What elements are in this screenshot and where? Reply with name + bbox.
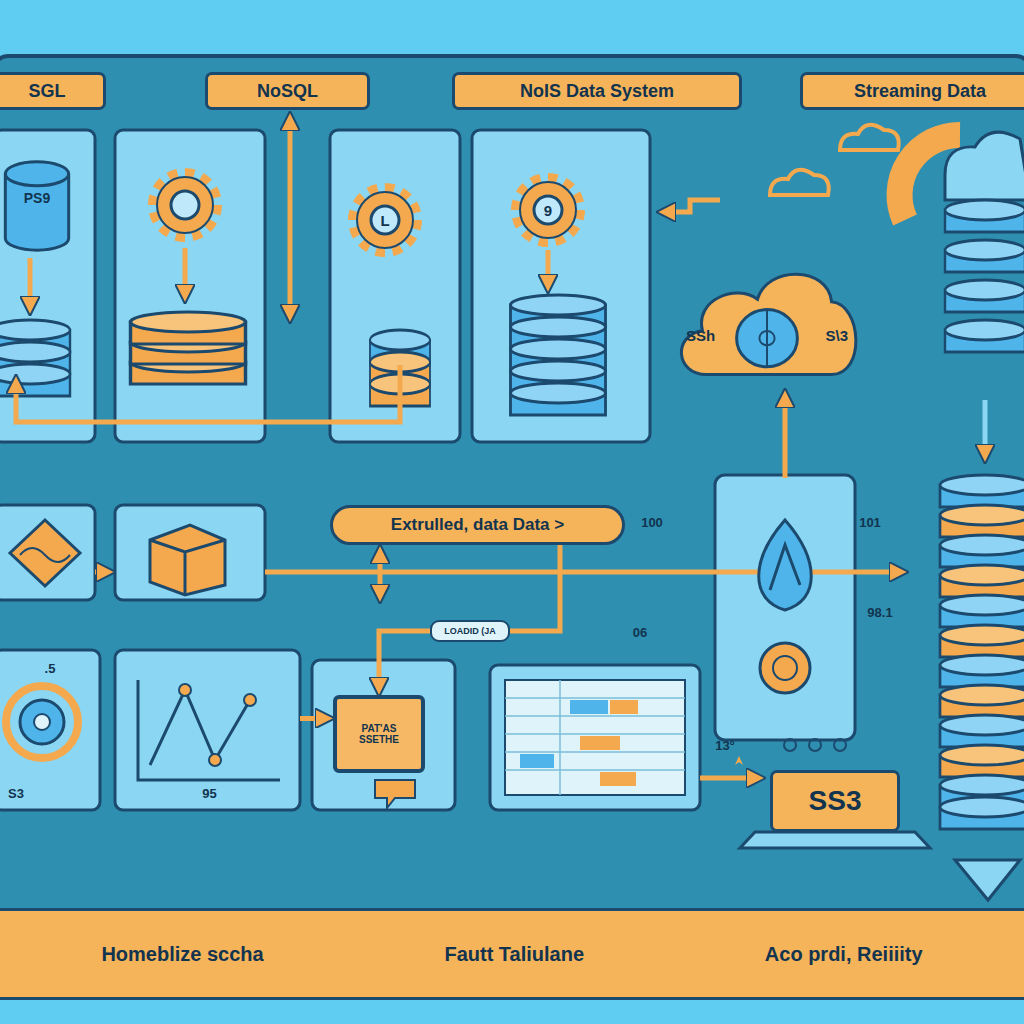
value-label: 101: [857, 515, 883, 530]
flow-arrow: [379, 631, 430, 695]
value-label: 06: [631, 625, 649, 640]
gear-label: 9: [542, 202, 554, 219]
node-text: Fautt Taliulane: [444, 943, 584, 966]
cloud-outline: [672, 255, 862, 385]
node-text: 95: [202, 787, 216, 802]
cloud-shape: SSh S\3: [672, 255, 862, 385]
node-text: PS9: [24, 190, 50, 206]
header-box: Streaming Data: [800, 72, 1024, 110]
value-label: 13°: [713, 738, 737, 753]
header-box: SGL: [0, 72, 106, 110]
node-text: NoIS Data System: [520, 81, 674, 102]
loading-tag: LOADID (JA: [430, 620, 510, 642]
node-text: Streaming Data: [854, 81, 986, 102]
flow-arrow: [510, 545, 560, 631]
value-label: 98.1: [865, 605, 894, 620]
node-text: S\3: [825, 327, 848, 344]
node-text: S3: [8, 787, 24, 802]
node-text: NoSQL: [257, 81, 318, 102]
value-label: .5: [43, 661, 58, 676]
value-label: 100: [639, 515, 665, 530]
header-box: NoIS Data System: [452, 72, 742, 110]
node-text: SS3: [809, 785, 862, 817]
tablet-screen: PAT'AS SSETHE: [333, 695, 425, 773]
node-text: Aco prdi, Reiiiity: [765, 943, 923, 966]
header-box: NoSQL: [205, 72, 370, 110]
gear-label: L: [378, 212, 391, 229]
data-pill: Extrulled, data Data >: [330, 505, 625, 545]
node-text: SSh: [686, 327, 715, 344]
database-cylinder: PS9: [4, 160, 70, 252]
laptop-screen: SS3: [770, 770, 900, 832]
node-text: Extrulled, data Data >: [391, 515, 564, 535]
node-text: PAT'AS SSETHE: [344, 723, 414, 746]
node-text: SGL: [28, 81, 65, 102]
node-text: Homeblize sccha: [101, 943, 263, 966]
chart-panel: 95: [115, 650, 300, 810]
flow-arrow: [300, 716, 333, 721]
node-text: LOADID (JA: [444, 626, 496, 636]
footer-band: Homeblize sccha Fautt Taliulane Aco prdi, …: [0, 908, 1024, 1000]
